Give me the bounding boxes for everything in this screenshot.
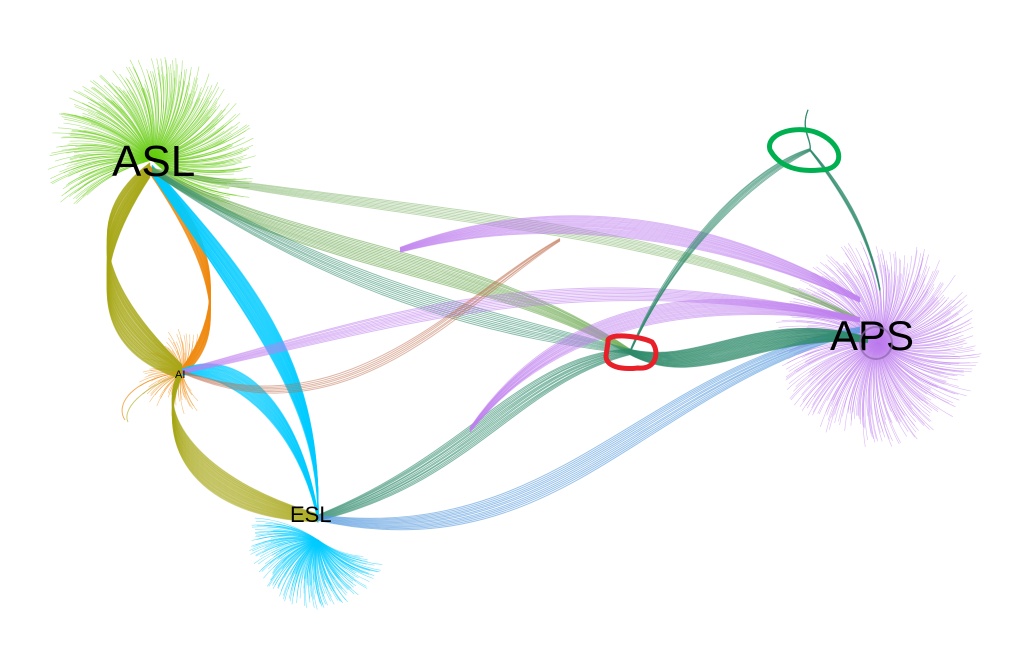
hub-label-esl: ESL xyxy=(290,502,332,527)
esl-center-edge xyxy=(317,348,631,516)
esl-aps-edge xyxy=(317,328,861,522)
asl-esl-edge xyxy=(151,172,319,522)
ai-edge xyxy=(181,239,561,391)
asl-cluster-fan xyxy=(47,56,256,205)
purple-arc-edge xyxy=(399,228,861,302)
asl-center-edge xyxy=(151,168,631,352)
ai-esl-edge xyxy=(172,375,319,523)
esl-center-edge xyxy=(317,349,631,517)
esl-aps-edge xyxy=(317,330,861,527)
asl-center-edge xyxy=(151,168,631,352)
esl-center-edge xyxy=(317,350,631,518)
esl-aps-edge xyxy=(317,329,861,525)
ai-aps-edge xyxy=(181,290,861,372)
asl-center-edge xyxy=(151,166,631,350)
purple-arc-edge xyxy=(399,217,861,299)
esl-aps-edge xyxy=(317,327,861,520)
asl-ai-edge xyxy=(149,173,211,377)
asl-ai-edge xyxy=(106,176,183,380)
center-green-loop-edge xyxy=(629,150,811,354)
esl-center-edge xyxy=(317,351,631,519)
purple-arc-edge xyxy=(469,299,861,428)
ai-edge xyxy=(181,238,561,388)
purple-arc-edge xyxy=(469,305,861,430)
purple-arc-edge xyxy=(399,223,861,301)
esl-aps-edge xyxy=(317,332,861,531)
hub-label-ai: AI xyxy=(175,369,185,381)
purple-arc-edge xyxy=(399,232,861,303)
ai-edge xyxy=(181,240,561,393)
esl-aps-edge xyxy=(317,330,861,526)
purple-arc-edge xyxy=(399,231,861,303)
esl-center-edge xyxy=(317,349,631,517)
purple-arc-edge xyxy=(469,301,861,429)
ai-aps-edge xyxy=(181,288,861,371)
aps-self-loop xyxy=(859,326,893,360)
center-aps-edge xyxy=(629,340,869,368)
asl-center-edge xyxy=(151,169,631,353)
esl-aps-edge xyxy=(317,331,861,530)
ai-aps-edge xyxy=(181,287,861,371)
esl-cluster-fan xyxy=(249,517,383,610)
asl-center-edge xyxy=(151,167,631,351)
esl-aps-edge xyxy=(317,327,861,521)
purple-arc-edge xyxy=(469,304,861,430)
esl-center-edge xyxy=(317,351,631,519)
esl-aps-edge xyxy=(317,331,861,529)
hub-label-asl: ASL xyxy=(112,137,195,186)
asl-center-edge xyxy=(151,169,631,353)
purple-arc-edge xyxy=(399,219,861,300)
green-loop-spur xyxy=(804,110,811,151)
esl-center-edge xyxy=(317,350,631,518)
asl-center-edge xyxy=(151,167,631,351)
purple-arc-edge xyxy=(469,312,861,433)
purple-arc-edge xyxy=(469,313,861,433)
esl-center-edge xyxy=(317,351,631,519)
ai-tail-edge xyxy=(121,371,183,421)
esl-center-edge xyxy=(317,352,631,520)
ai-edge xyxy=(181,238,561,387)
purple-arc-edge xyxy=(399,221,861,300)
asl-center-edge xyxy=(151,167,631,351)
esl-center-edge xyxy=(317,353,631,521)
purple-arc-edge xyxy=(399,229,861,302)
purple-arc-edge xyxy=(469,303,861,430)
purple-arc-edge xyxy=(469,309,861,431)
purple-arc-edge xyxy=(399,227,861,302)
ai-edge xyxy=(181,239,561,390)
red-loop-annotation xyxy=(603,333,659,371)
esl-center-edge xyxy=(317,352,631,520)
esl-center-edge xyxy=(317,354,631,522)
esl-aps-edge xyxy=(317,326,861,519)
purple-arc-edge xyxy=(469,310,861,432)
purple-arc-edge xyxy=(399,226,861,302)
esl-aps-edge xyxy=(317,328,861,523)
asl-esl-edge xyxy=(151,174,319,523)
esl-center-edge xyxy=(317,348,631,516)
esl-aps-edge xyxy=(317,329,861,524)
purple-arc-edge xyxy=(399,224,861,301)
hub-label-aps: APS xyxy=(830,312,914,359)
green-loop-annotation xyxy=(767,127,842,173)
aps-cluster-fan xyxy=(775,241,982,447)
ai-tail-edge xyxy=(126,373,183,423)
ai-edge xyxy=(181,240,561,394)
purple-arc-edge xyxy=(469,307,861,431)
esl-fan-edge xyxy=(273,523,319,541)
esl-center-edge xyxy=(317,353,631,521)
aps-fan-edge xyxy=(877,266,893,344)
